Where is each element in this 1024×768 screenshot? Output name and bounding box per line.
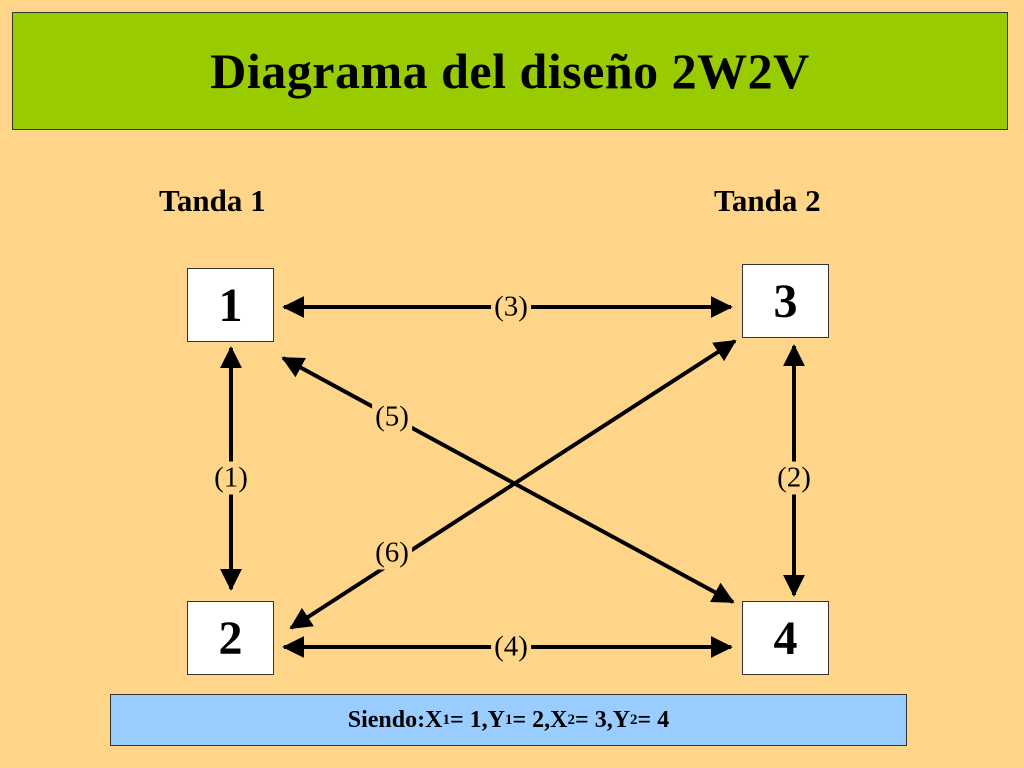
edge-label-5: (5)	[372, 400, 412, 434]
footer-x2-subscript: 2	[567, 711, 576, 728]
arrow-2-3	[289, 339, 737, 630]
batch-2-label: Tanda 2	[714, 183, 821, 218]
footer-x1-value: = 1,	[449, 706, 488, 733]
arrow-1-4	[281, 356, 735, 604]
edge-label-2: (2)	[774, 461, 814, 495]
footer-y2-value: = 4	[637, 706, 670, 733]
footer-y1-symbol: Y	[487, 706, 505, 733]
node-4: 4	[742, 601, 829, 675]
edge-label-4: (4)	[491, 630, 531, 664]
footer-x1-subscript: 1	[442, 711, 450, 728]
footer-x2-symbol: X	[550, 706, 568, 733]
footer-x2-value: = 3,	[575, 706, 613, 733]
batch-1-label: Tanda 1	[159, 183, 266, 218]
edge-label-3: (3)	[491, 290, 531, 324]
footer-y2-symbol: Y	[612, 706, 631, 733]
footer-y1-value: = 2,	[512, 706, 551, 733]
title-bar: Diagrama del diseño 2W2V	[12, 12, 1008, 130]
node-3: 3	[742, 264, 829, 338]
edge-label-6: (6)	[372, 536, 412, 570]
footer-y2-subscript: 2	[630, 711, 638, 728]
node-1: 1	[187, 268, 274, 342]
page-title: Diagrama del diseño 2W2V	[210, 43, 810, 99]
footer-y1-subscript: 1	[504, 711, 513, 728]
node-2: 2	[187, 601, 274, 675]
footer-x1-symbol: X	[425, 706, 443, 733]
footer-prefix: Siendo:	[347, 706, 426, 733]
edge-label-1: (1)	[211, 461, 251, 495]
